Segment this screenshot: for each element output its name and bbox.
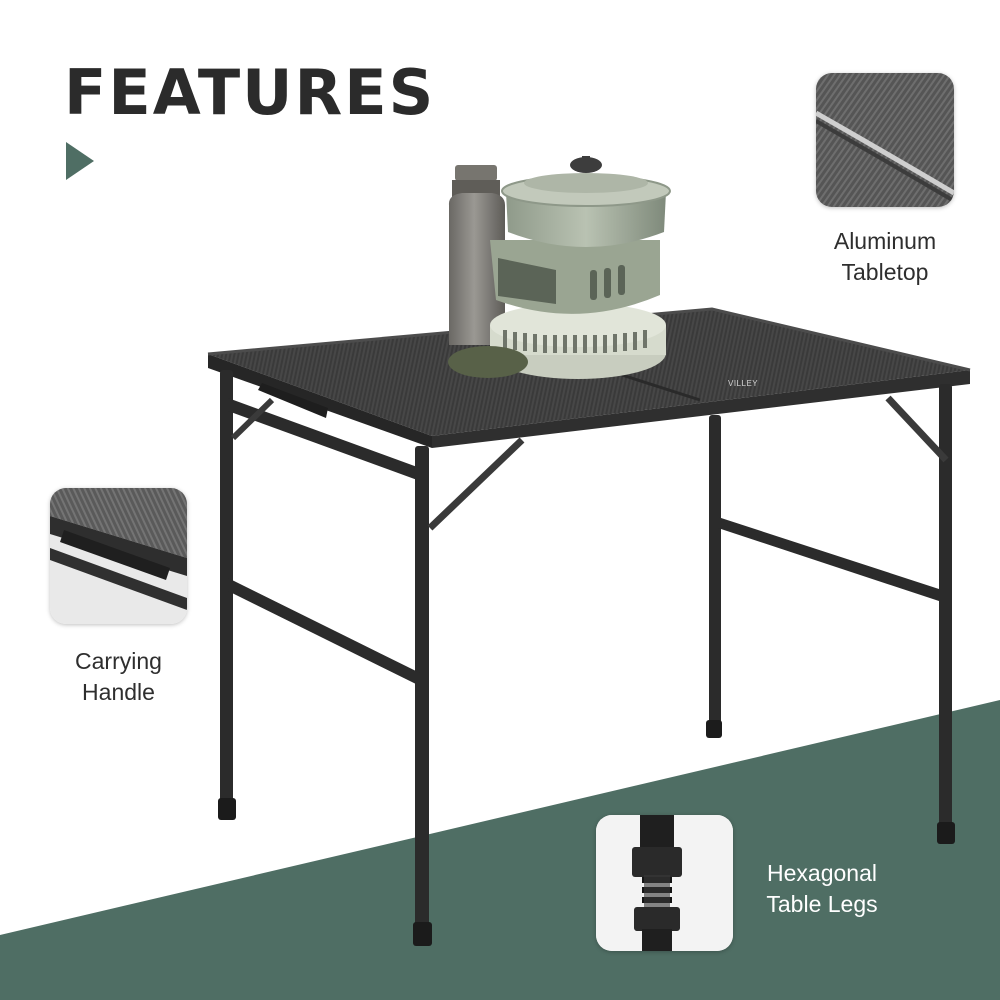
crossbar-upper-left [228, 398, 420, 481]
cooking-pot [501, 156, 671, 247]
leg-right [939, 384, 952, 834]
leg-front-middle [415, 446, 429, 936]
camp-stove [490, 240, 666, 379]
crossbar-lower-left [228, 578, 420, 686]
hexagonal-legs-caption: Hexagonal Table Legs [766, 860, 878, 917]
leg-front-left [220, 370, 233, 810]
aluminum-tabletop-thumbnail [816, 73, 954, 207]
page-title: FEATURES [64, 56, 436, 129]
carrying-handle-caption: Carrying Handle [75, 648, 162, 705]
carrying-handle-thumbnail [50, 488, 187, 624]
water-bottle [448, 165, 505, 345]
title-arrow-icon [66, 142, 94, 180]
brand-mark: VILLEY [728, 379, 759, 388]
table-carrying-handle [258, 383, 328, 418]
back-legs [706, 415, 722, 738]
crossbar-right [718, 517, 942, 602]
hexagonal-legs-thumbnail [596, 815, 733, 951]
aluminum-tabletop-caption: Aluminum Tabletop [833, 228, 937, 285]
rope-bundle [448, 346, 528, 378]
